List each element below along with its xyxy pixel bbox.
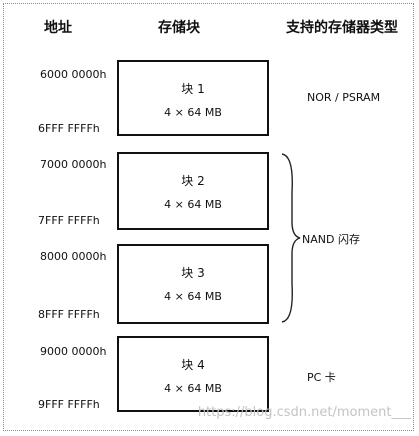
address-end-block-3: 8FFF FFFFh [38, 308, 100, 321]
header-memory-type: 支持的存储器类型 [286, 20, 398, 36]
memory-block-2: 块 2 4 × 64 MB [117, 152, 269, 230]
header-address: 地址 [44, 20, 72, 36]
block-name: 块 2 [181, 174, 205, 188]
block-size: 4 × 64 MB [164, 290, 222, 303]
memory-block-4: 块 4 4 × 64 MB [117, 336, 269, 412]
address-start-block-4: 9000 0000h [40, 345, 107, 358]
memory-block-1: 块 1 4 × 64 MB [117, 60, 269, 136]
address-end-block-1: 6FFF FFFFh [38, 122, 100, 135]
block-name: 块 1 [181, 82, 205, 96]
block-name: 块 3 [181, 266, 205, 280]
block-name: 块 4 [181, 358, 205, 372]
watermark: https://blog.csdn.net/moment___ [197, 405, 411, 420]
memory-block-3: 块 3 4 × 64 MB [117, 244, 269, 324]
header-block: 存储块 [158, 20, 200, 36]
address-start-block-2: 7000 0000h [40, 158, 107, 171]
diagram-frame [3, 3, 414, 431]
block-size: 4 × 64 MB [164, 198, 222, 211]
address-start-block-3: 8000 0000h [40, 250, 107, 263]
address-end-block-2: 7FFF FFFFh [38, 214, 100, 227]
address-start-block-1: 6000 0000h [40, 68, 107, 81]
curly-brace-icon [281, 153, 301, 323]
memory-type-pc-card: PC 卡 [307, 371, 336, 384]
block-size: 4 × 64 MB [164, 382, 222, 395]
memory-type-nor-psram: NOR / PSRAM [307, 91, 381, 104]
memory-type-nand-flash: NAND 闪存 [302, 233, 360, 246]
address-end-block-4: 9FFF FFFFh [38, 398, 100, 411]
block-size: 4 × 64 MB [164, 106, 222, 119]
